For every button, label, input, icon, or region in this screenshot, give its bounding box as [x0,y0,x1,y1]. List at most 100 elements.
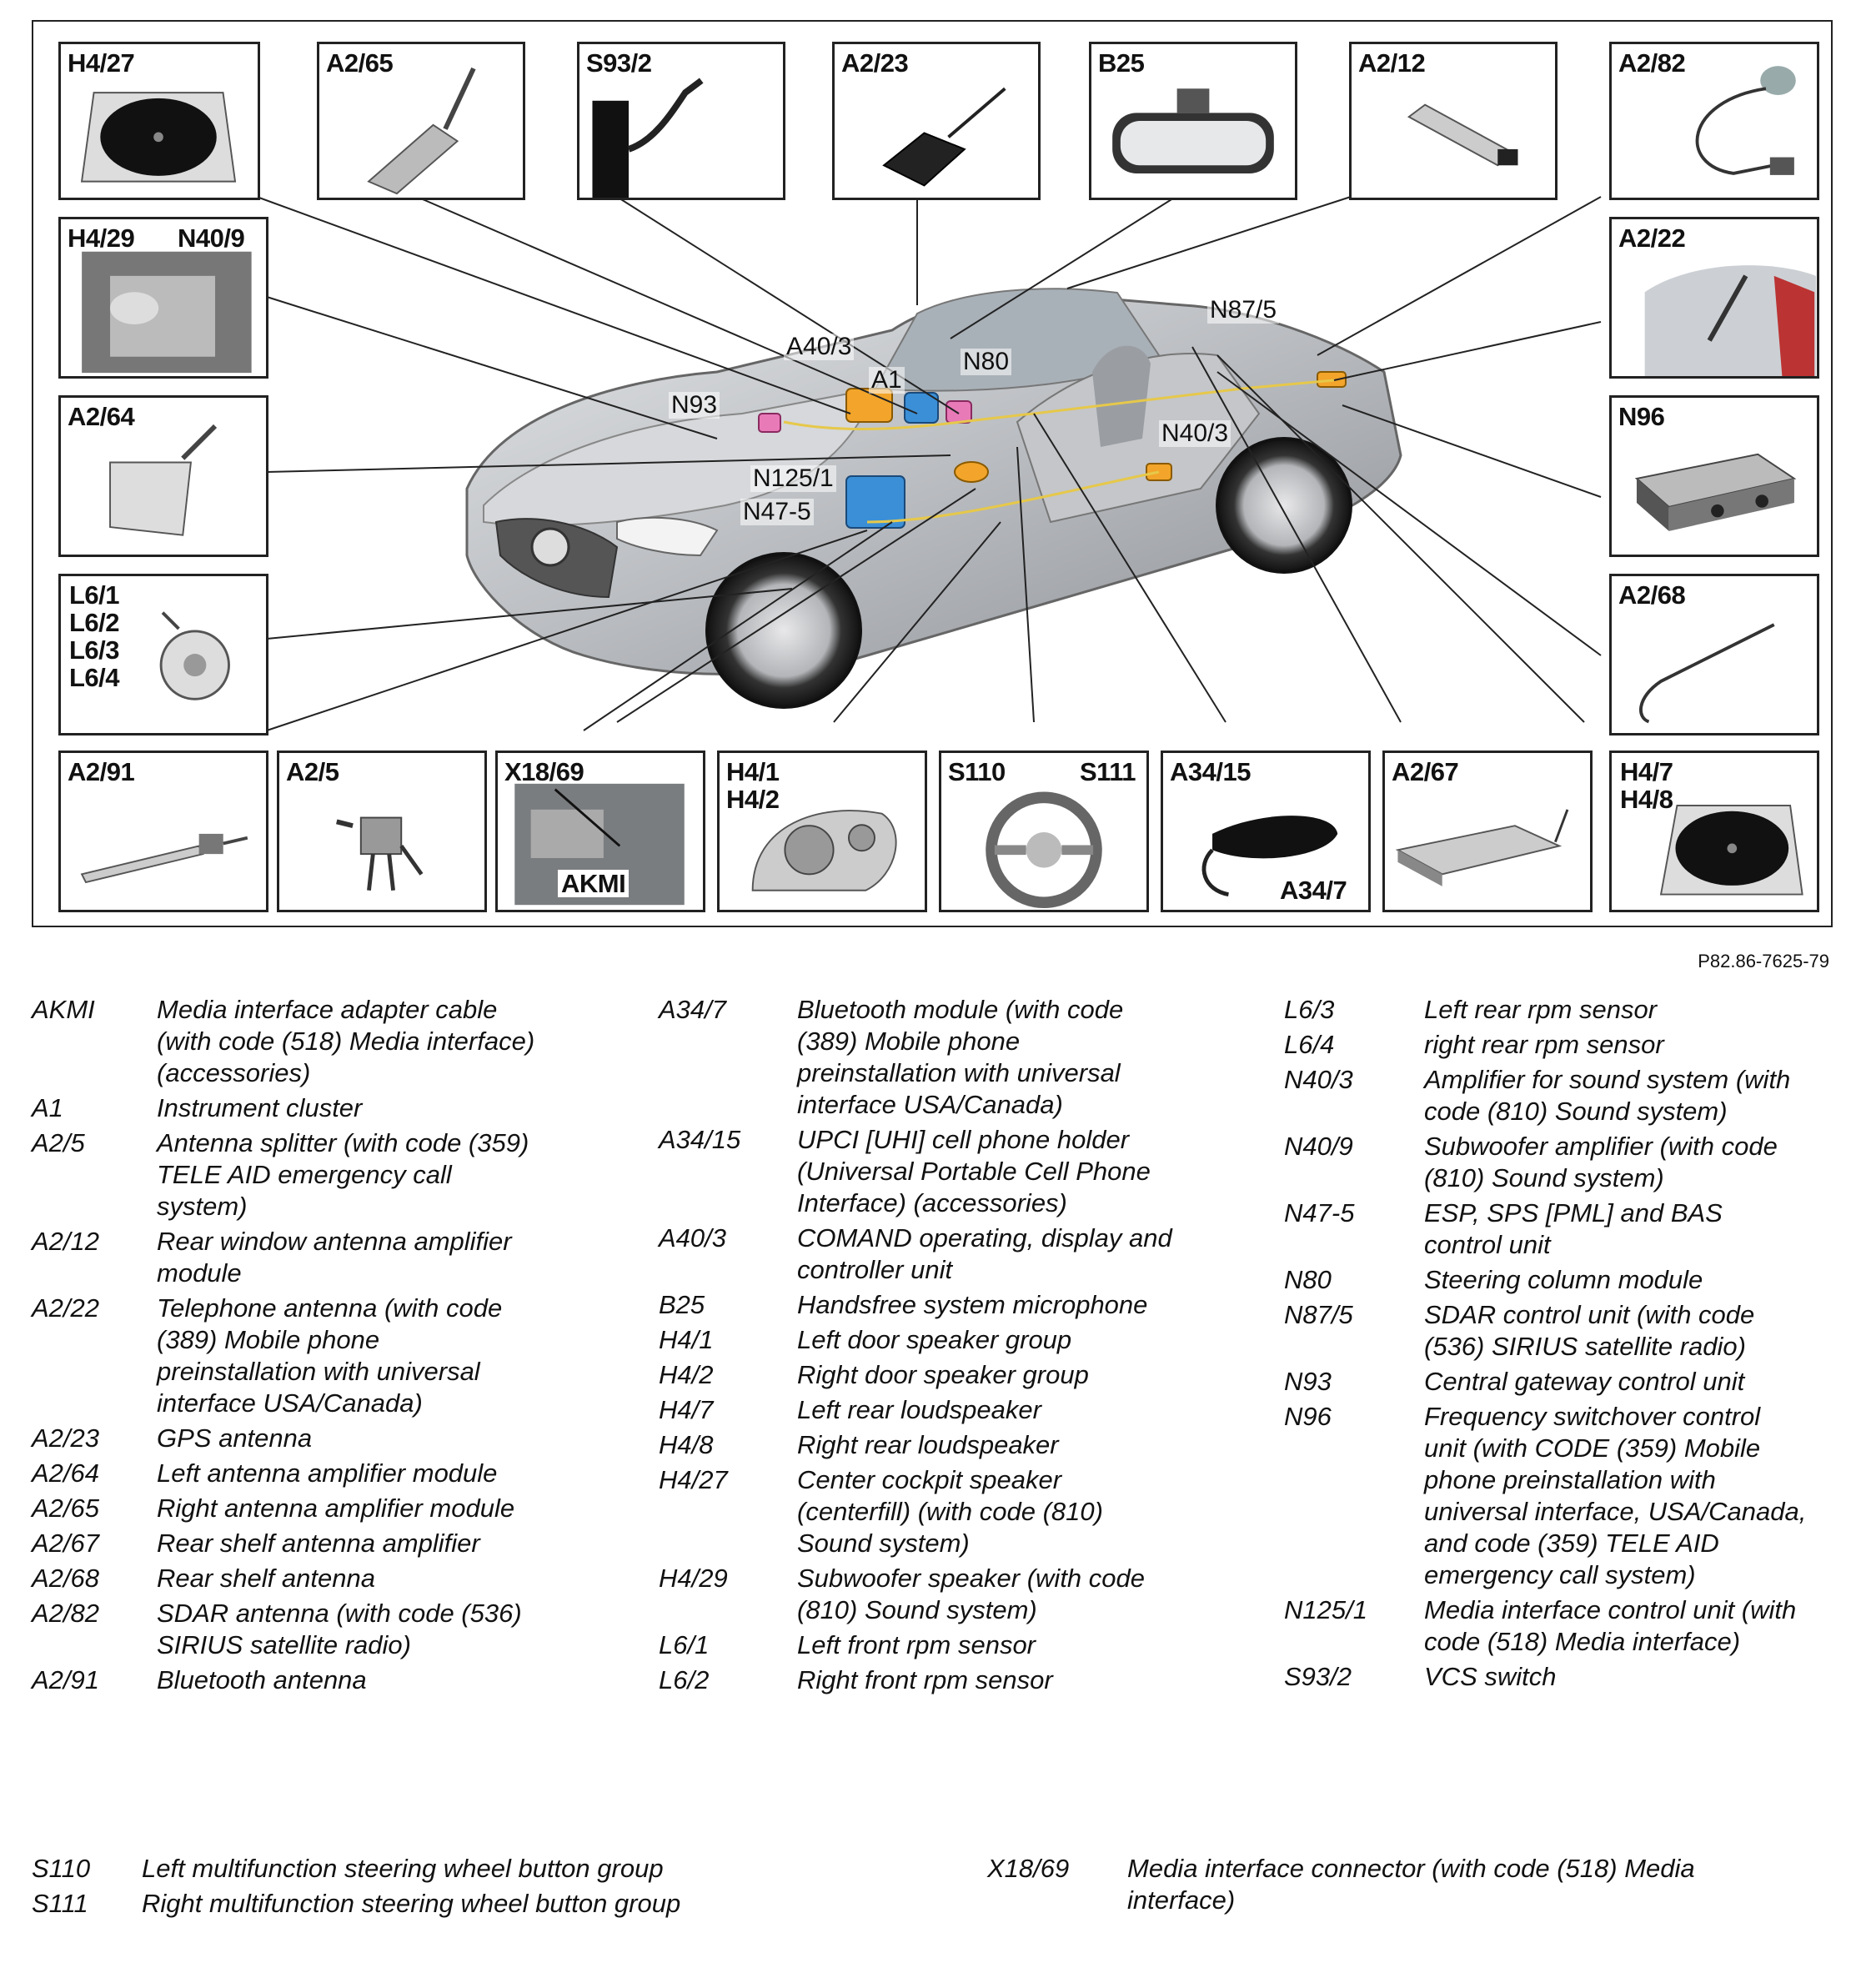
legend-description: Left front rpm sensor [797,1630,1036,1659]
legend-entry: H4/1 Left door speaker group [659,1324,1242,1356]
rear-speaker-icon [1659,805,1803,896]
legend-description: VCS switch [1424,1662,1557,1691]
legend-description: Right front rpm sensor [797,1665,1053,1694]
legend-description: Right rear loudspeaker [797,1430,1059,1459]
legend-description: GPS antenna [157,1423,313,1453]
box-x18-69: X18/69 AKMI [495,751,705,912]
cell-phone-holder-icon [1201,816,1338,896]
control-unit-icon [1634,453,1797,531]
legend-entry: H4/29 Subwoofer speaker (with code (810) … [659,1563,1242,1626]
legend-entry: L6/1 Left front rpm sensor [659,1629,1242,1661]
box-label: A34/7 [1280,876,1347,905]
document-reference: P82.86-7625-79 [1698,951,1829,971]
legend-code: A2/82 [32,1599,100,1628]
box-h4-1-2: H4/1 H4/2 [717,751,927,912]
legend-description: SDAR antenna (with code (536) SIRIUS sat… [157,1599,522,1659]
legend-column-1: AKMI Media interface adapter cable (with … [32,994,615,1699]
callout-n87-5: N87/5 [1207,297,1280,324]
box-label: A2/5 [286,757,339,786]
box-label: A2/64 [68,402,135,431]
box-label: A2/91 [68,757,135,786]
legend-code: N125/1 [1284,1595,1367,1624]
legend-code: H4/29 [659,1564,728,1593]
box-a2-5: A2/5 [277,751,487,912]
legend-code: A2/67 [32,1529,100,1558]
box-label: S111 [1080,757,1136,786]
legend-code: A2/12 [32,1227,100,1256]
box-a2-65: A2/65 [317,42,525,200]
box-n96: N96 [1609,395,1819,557]
box-label: A2/68 [1618,580,1686,610]
akmi-label: AKMI [558,870,630,897]
n80-highlight [946,400,972,424]
legend-code: A2/22 [32,1293,100,1323]
legend-code: N40/9 [1284,1132,1353,1161]
legend-code: L6/4 [1284,1030,1335,1059]
legend-description: SDAR control unit (with code (536) SIRIU… [1424,1300,1755,1361]
legend-code: H4/2 [659,1360,714,1389]
rpm-sensor-icon [159,611,230,700]
box-label: N40/9 [178,223,245,253]
legend-description: Bluetooth antenna [157,1665,367,1694]
box-a2-91: A2/91 [58,751,268,912]
legend-code: L6/3 [1284,995,1335,1024]
legend-code: A2/5 [32,1128,85,1157]
legend-code: N40/3 [1284,1065,1353,1094]
box-a2-67: A2/67 [1382,751,1593,912]
box-label: H4/27 [68,48,135,78]
legend-code: H4/1 [659,1325,714,1354]
box-label: B25 [1098,48,1145,78]
callout-a40-3: A40/3 [784,334,855,360]
legend-code: A2/91 [32,1665,100,1694]
a1-highlight [904,392,939,424]
legend-description: Handsfree system microphone [797,1290,1148,1319]
front-wheel [705,552,862,709]
legend-code: L6/1 [659,1630,710,1659]
box-a2-12: A2/12 [1349,42,1558,200]
legend-description: Media interface control unit (with code … [1424,1595,1797,1656]
rear-wheel [1216,437,1352,574]
legend-description: Frequency switchover control unit (with … [1424,1402,1807,1589]
legend-code: A40/3 [659,1223,727,1253]
steering-wheel-icon [986,791,1102,909]
legend-code: N96 [1284,1402,1332,1431]
legend-entry: AKMI Media interface adapter cable (with … [32,994,615,1089]
legend-description: Center cockpit speaker (centerfill) (wit… [797,1465,1103,1558]
legend-description: Left door speaker group [797,1325,1072,1354]
callout-n47-5: N47-5 [740,499,814,525]
box-label: X18/69 [504,757,584,786]
box-a2-68: A2/68 [1609,574,1819,735]
legend-description: Bluetooth module (with code (389) Mobile… [797,995,1124,1119]
box-label: A34/15 [1170,757,1251,786]
legend-code: AKMI [32,995,95,1024]
legend-code: A2/64 [32,1458,100,1488]
legend-entry: N96 Frequency switchover control unit (wi… [1284,1401,1834,1591]
legend-description: Right door speaker group [797,1360,1089,1389]
legend-description: Subwoofer speaker (with code (810) Sound… [797,1564,1146,1624]
sdar-antenna-icon [1695,66,1796,175]
box-label: A2/22 [1618,223,1686,253]
legend-description: UPCI [UHI] cell phone holder (Universal … [797,1125,1151,1217]
rear-shelf-antenna-icon [1639,623,1775,724]
rearview-mirror-icon [1112,88,1274,173]
box-label: A2/67 [1392,757,1459,786]
legend-description: Right antenna amplifier module [157,1494,515,1523]
box-s110-s111: S110 S111 [939,751,1149,912]
legend-description: Media interface adapter cable (with code… [157,995,535,1087]
